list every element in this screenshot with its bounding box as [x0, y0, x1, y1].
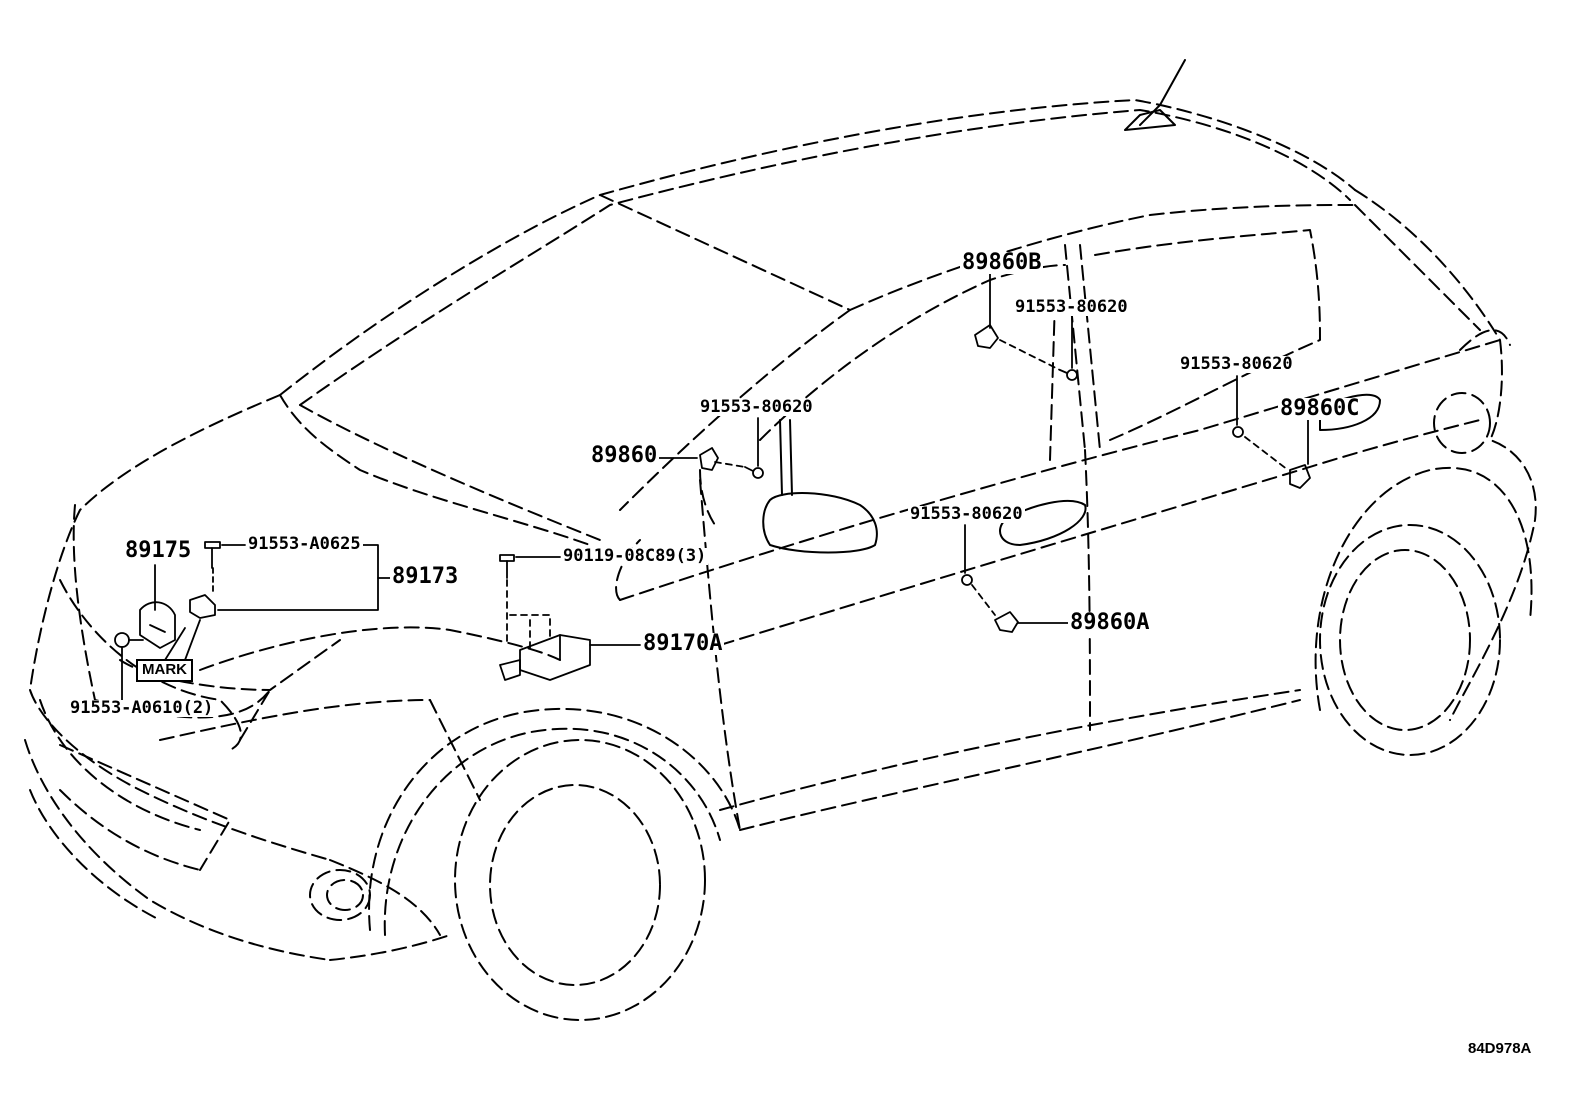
callout-89860c: 89860C: [1278, 396, 1362, 421]
callout-91553-80620-upper: 91553-80620: [1013, 297, 1130, 317]
callout-91553-a0625: 91553-A0625: [246, 534, 363, 554]
leader-lines: [121, 271, 1309, 701]
callout-91553-80620-rear: 91553-80620: [1178, 354, 1295, 374]
callout-91553-80620-mid: 91553-80620: [908, 504, 1025, 524]
callout-89175: 89175: [123, 538, 194, 563]
callout-89860b: 89860B: [960, 250, 1044, 275]
parts: [114, 324, 1311, 681]
callout-89860: 89860: [589, 443, 660, 468]
callout-91553-80620-front: 91553-80620: [698, 397, 815, 417]
callout-91553-a0610: 91553-A0610(2): [68, 698, 216, 718]
callout-89173: 89173: [390, 564, 461, 589]
callout-90119-08c89: 90119-08C89(3): [561, 546, 709, 566]
diagram-reference-code: 84D978A: [1468, 1040, 1532, 1057]
mark-label: MARK: [136, 659, 193, 682]
car-body-dashed: [24, 99, 1537, 1021]
callout-89860a: 89860A: [1068, 610, 1152, 635]
callout-89170a: 89170A: [641, 631, 725, 656]
